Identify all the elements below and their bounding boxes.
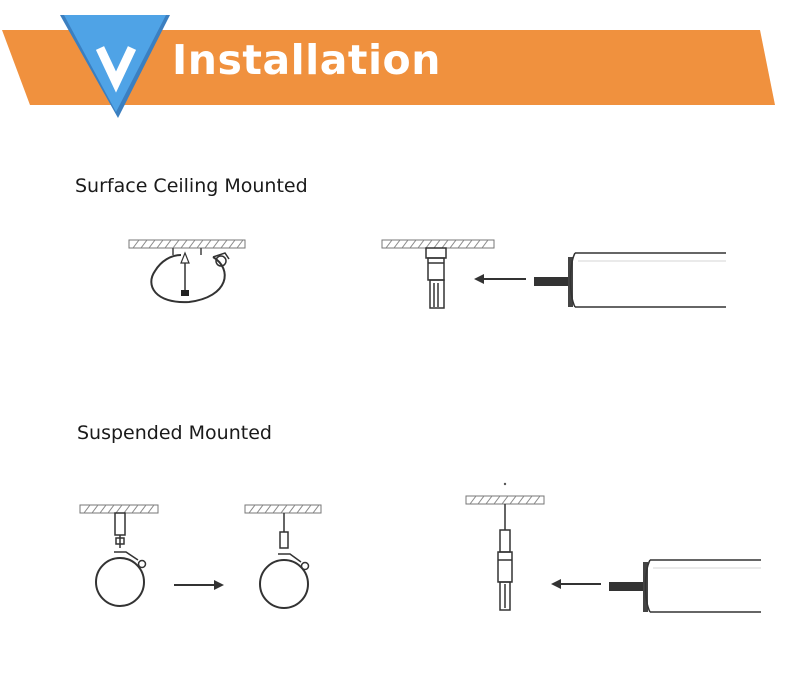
ceiling-hatch bbox=[465, 495, 545, 505]
luminaire-tube bbox=[609, 559, 761, 613]
banner-background bbox=[2, 30, 775, 105]
arrow-left-icon bbox=[551, 579, 601, 589]
suspended-clip-assembled-diagram bbox=[244, 504, 322, 609]
page-title: Installation bbox=[172, 36, 441, 84]
surface-fixture-diagram bbox=[381, 239, 726, 309]
ceiling-hatch bbox=[244, 504, 322, 514]
cable-grip bbox=[279, 513, 289, 549]
arrow-left-icon bbox=[474, 274, 526, 284]
ceiling-hatch bbox=[381, 239, 495, 249]
mounting-bracket bbox=[425, 247, 447, 309]
ceiling-hatch bbox=[128, 239, 246, 249]
header-banner bbox=[2, 15, 775, 118]
v-triangle-logo-icon bbox=[60, 15, 170, 118]
screw-icon bbox=[180, 251, 190, 296]
arrow-right-icon bbox=[174, 580, 224, 590]
mounting-clip bbox=[150, 248, 230, 304]
section-title-suspended: Suspended Mounted bbox=[77, 422, 272, 444]
suspended-fixture-diagram bbox=[465, 482, 761, 613]
surface-clip-diagram bbox=[128, 239, 246, 304]
luminaire-tube bbox=[534, 252, 726, 308]
suspended-clip-diagram bbox=[79, 504, 159, 607]
mounting-bracket bbox=[497, 504, 513, 611]
section-title-surface: Surface Ceiling Mounted bbox=[75, 175, 308, 197]
mounting-clip bbox=[259, 553, 310, 609]
mounting-clip bbox=[95, 551, 147, 607]
ceiling-hatch bbox=[79, 504, 159, 514]
cable-grip bbox=[114, 512, 126, 548]
